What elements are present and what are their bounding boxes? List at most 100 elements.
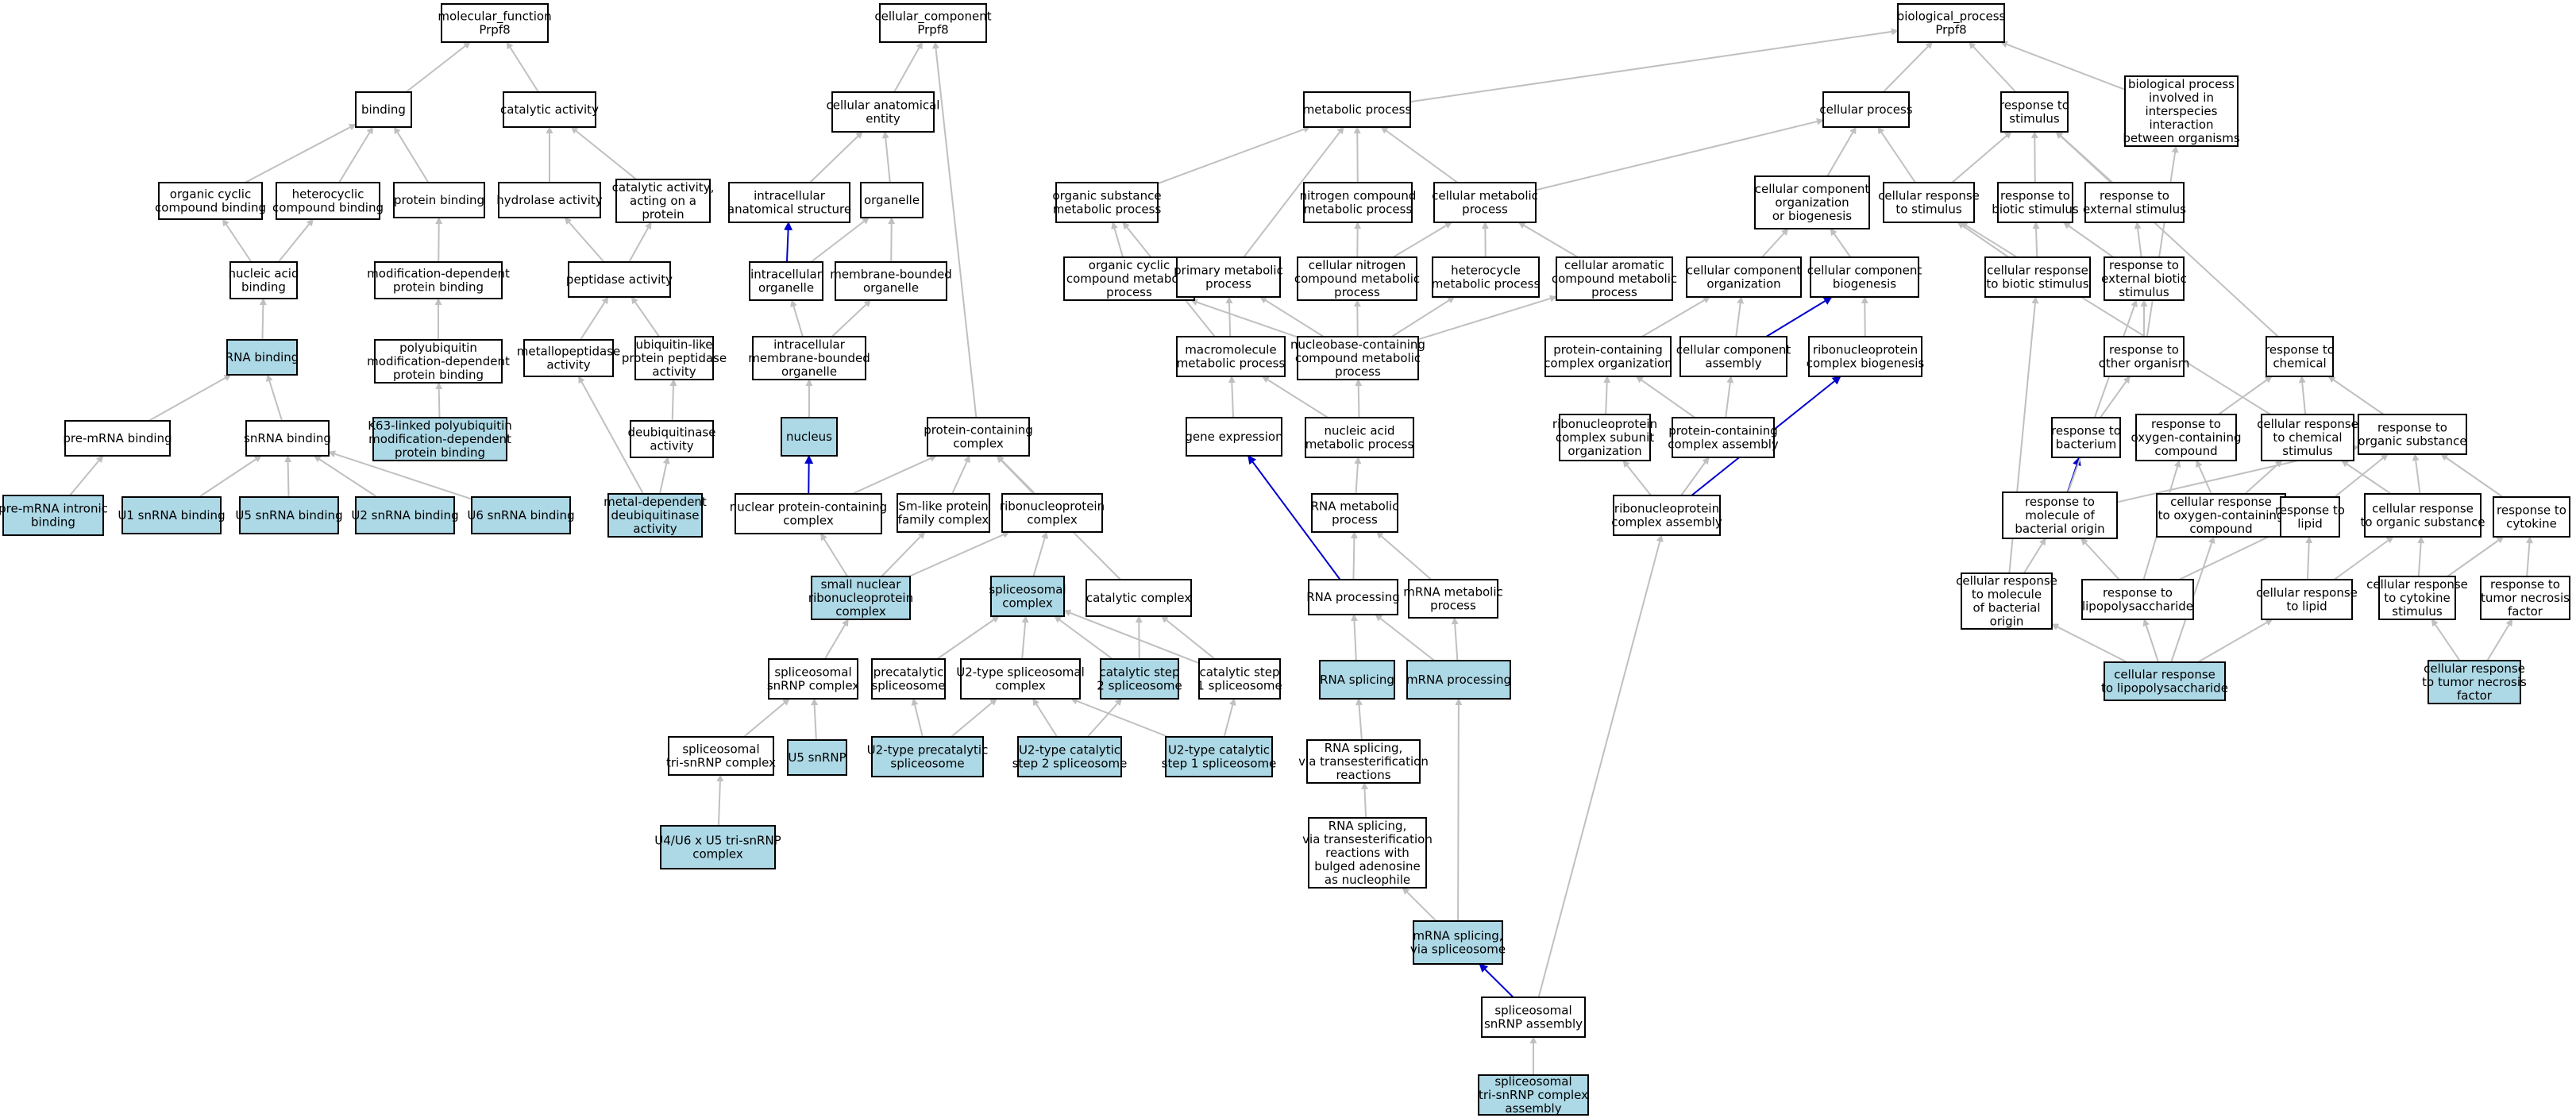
node-metabolic[interactable]: metabolic process (1303, 91, 1412, 128)
node-k63-binding[interactable]: K63-linked polyubiquitinmodification-dep… (368, 417, 512, 461)
node-rna-binding[interactable]: RNA binding (226, 339, 299, 376)
node-cellular-process[interactable]: cellular process (1819, 91, 1913, 128)
node-pre-mrna-binding[interactable]: pre-mRNA binding (63, 420, 172, 457)
node-snrna-binding[interactable]: snRNA binding (244, 420, 331, 457)
node-organelle[interactable]: organelle (860, 182, 924, 218)
node-peptidase[interactable]: peptidase activity (566, 261, 673, 298)
node-catalytic[interactable]: catalytic activity (500, 91, 599, 128)
node-rna-splicing[interactable]: RNA splicing (1319, 660, 1395, 700)
node-hydrolase[interactable]: hydrolase activity (496, 182, 603, 218)
node-u1-binding[interactable]: U1 snRNA binding (118, 496, 226, 534)
node-binding[interactable]: binding (355, 91, 412, 128)
node-nucleus[interactable]: nucleus (781, 417, 838, 457)
node-mrna-processing[interactable]: mRNA processing (1406, 660, 1511, 700)
node-u2-binding[interactable]: U2 snRNA binding (351, 496, 459, 534)
node-u5-binding[interactable]: U5 snRNA binding (235, 496, 343, 534)
node-u6-binding[interactable]: U6 snRNA binding (467, 496, 575, 534)
node-protein-binding[interactable]: protein binding (393, 182, 485, 218)
node-mrna-splicing[interactable]: mRNA splicing,via spliceosome (1410, 920, 1506, 965)
node-u5-snrnp[interactable]: U5 snRNP (787, 739, 847, 776)
node-rna-processing[interactable]: RNA processing (1306, 579, 1400, 615)
node-rna-splicing-bulged[interactable]: RNA splicing,via transesterificationreac… (1302, 817, 1433, 889)
node-catalytic-complex[interactable]: catalytic complex (1086, 579, 1192, 617)
